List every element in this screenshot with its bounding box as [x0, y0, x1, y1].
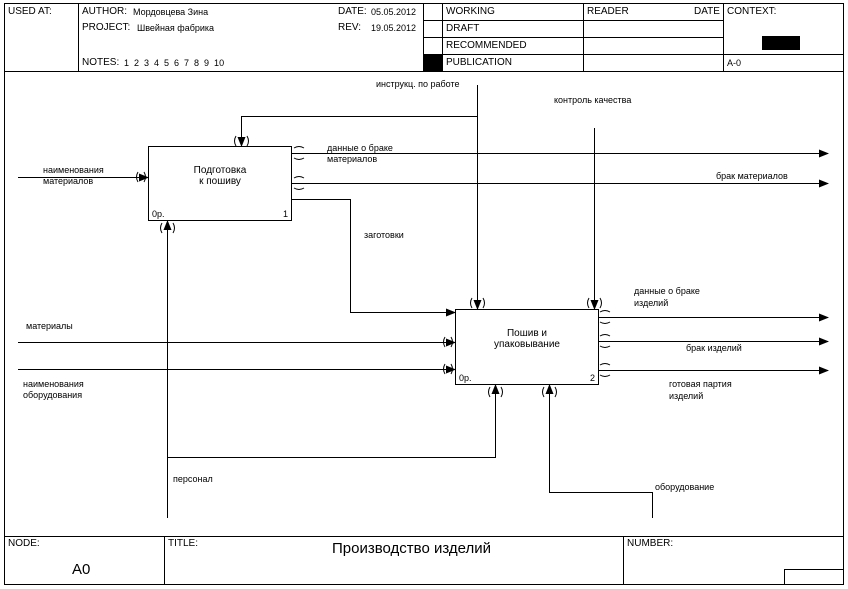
activity-box-1-cost: 0р. — [152, 209, 165, 219]
activity-box-2 — [455, 309, 599, 385]
label-defect-data-1[interactable]: данные о браке — [327, 143, 393, 153]
label-product-defect-data-1[interactable]: данные о браке — [634, 286, 700, 296]
rev-value[interactable]: 19.05.2012 — [371, 23, 417, 33]
diagram-title[interactable]: Производство изделий — [332, 540, 492, 557]
arrow-personnel-box2 — [167, 384, 500, 458]
status-recommended[interactable]: RECOMMENDED — [446, 40, 527, 51]
notes-label: NOTES: — [82, 57, 120, 68]
activity-box-1-name-line2: к пошиву — [199, 176, 241, 187]
sheet-frame — [4, 3, 844, 585]
reader-date-label: DATE — [694, 6, 720, 17]
context-label: CONTEXT: — [727, 6, 777, 17]
rev-label: REV: — [338, 22, 361, 33]
activity-box-2-number: 2 — [590, 373, 596, 383]
context-node: A-0 — [727, 58, 742, 68]
status-publication[interactable]: PUBLICATION — [446, 57, 512, 68]
activity-box-1-name[interactable]: Подготовка к пошиву — [149, 165, 291, 187]
author-label: AUTHOR: — [82, 6, 127, 17]
label-equipment-names-2[interactable]: оборудования — [23, 390, 83, 400]
label-finished-1[interactable]: готовая партия — [669, 379, 732, 389]
author-value[interactable]: Мордовцева Зина — [133, 7, 209, 17]
project-value[interactable]: Швейная фабрика — [137, 23, 215, 33]
arrow-equipment — [545, 384, 653, 518]
notes-value[interactable]: 1 2 3 4 5 6 7 8 9 10 — [124, 58, 225, 68]
activity-box-1-name-line1: Подготовка — [193, 165, 247, 176]
reader-label: READER — [587, 6, 629, 17]
label-equipment[interactable]: оборудование — [655, 482, 715, 492]
date-value[interactable]: 05.05.2012 — [371, 7, 417, 17]
activity-box-2-name-line1: Пошив и — [506, 328, 548, 339]
arrow-instructions-box1 — [237, 85, 478, 147]
label-defect-data-2[interactable]: материалов — [327, 154, 378, 164]
label-personnel[interactable]: персонал — [173, 474, 213, 484]
label-finished-2[interactable]: изделий — [669, 391, 704, 401]
label-product-defect[interactable]: брак изделий — [686, 343, 742, 353]
label-instructions[interactable]: инструкц. по работе — [376, 79, 460, 89]
arrow-blanks — [292, 199, 456, 317]
activity-box-2-cost: 0р. — [459, 373, 472, 383]
activity-box-1 — [148, 146, 292, 221]
title-label: TITLE: — [168, 538, 199, 549]
used-at-label: USED AT: — [8, 6, 52, 17]
number-label: NUMBER: — [627, 538, 674, 549]
publication-checkbox — [424, 55, 442, 71]
date-label: DATE: — [338, 6, 367, 17]
label-product-defect-data-2[interactable]: изделий — [634, 298, 669, 308]
project-label: PROJECT: — [82, 22, 131, 33]
label-materials-names-2[interactable]: материалов — [43, 176, 94, 186]
activity-box-1-number: 1 — [283, 209, 289, 219]
label-defect-materials[interactable]: брак материалов — [716, 171, 788, 181]
status-draft[interactable]: DRAFT — [446, 23, 480, 34]
label-materials[interactable]: материалы — [26, 321, 73, 331]
label-materials-names-1[interactable]: наименования — [43, 165, 104, 175]
node-label: NODE: — [8, 538, 40, 549]
node-value[interactable]: A0 — [72, 561, 91, 578]
activity-box-2-name[interactable]: Пошив и упаковывание — [456, 328, 598, 350]
context-thumbnail — [762, 36, 800, 50]
label-blanks[interactable]: заготовки — [364, 230, 404, 240]
status-working[interactable]: WORKING — [446, 6, 495, 17]
activity-box-2-name-line2: упаковывание — [494, 339, 560, 350]
label-equipment-names-1[interactable]: наименования — [23, 379, 84, 389]
tunnel-marks — [136, 135, 611, 398]
label-quality[interactable]: контроль качества — [554, 95, 632, 105]
